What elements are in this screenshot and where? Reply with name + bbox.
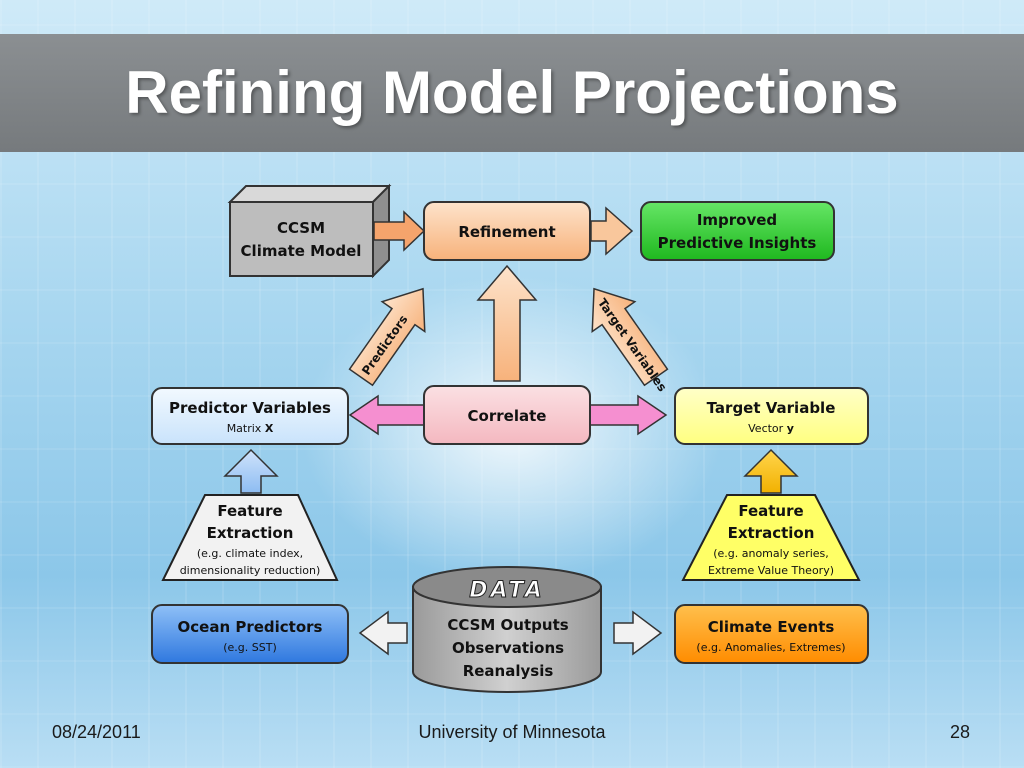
right-up-arrow [743, 448, 799, 494]
footer-page-number: 28 [949, 722, 970, 742]
refinement-label: Refinement [458, 223, 555, 241]
ocean-predictors-box: Ocean Predictors (e.g. SST) [151, 604, 349, 664]
correlate-to-refinement-arrow [476, 264, 538, 382]
target-variables-arrow: Target Variables [591, 287, 670, 394]
ocean-predictors-title: Ocean Predictors [178, 618, 323, 636]
data-label: DATA [469, 578, 545, 603]
improved-line1: Improved [697, 211, 777, 229]
ccsm-model-box: CCSM Climate Model [227, 183, 392, 279]
target-variable-subtitle: Vector y [748, 422, 794, 435]
target-variable-box: Target Variable Vector y [674, 387, 869, 445]
feature-extraction-left-line4: dimensionality reduction) [180, 564, 321, 577]
correlate-box: Correlate [423, 385, 591, 445]
predictors-arrow: Predictors [348, 287, 426, 387]
climate-events-subtitle: (e.g. Anomalies, Extremes) [696, 641, 845, 654]
slide-title: Refining Model Projections [125, 59, 899, 126]
ccsm-model-line2: Climate Model [241, 242, 362, 260]
target-variables-arrow-label: Target Variables [595, 296, 670, 394]
feature-extraction-right-line4: Extreme Value Theory) [708, 564, 834, 577]
feature-extraction-right-line3: (e.g. anomaly series, [713, 547, 829, 560]
predictor-variables-box: Predictor Variables Matrix X [151, 387, 349, 445]
ocean-predictors-subtitle: (e.g. SST) [223, 641, 277, 654]
data-line2: Observations [452, 639, 564, 657]
correlate-label: Correlate [468, 407, 547, 425]
climate-events-box: Climate Events (e.g. Anomalies, Extremes… [674, 604, 869, 664]
target-variable-title: Target Variable [707, 399, 836, 417]
ccsm-model-line1: CCSM [277, 219, 325, 237]
data-to-ocean-arrow [358, 610, 408, 656]
feature-extraction-right: Feature Extraction (e.g. anomaly series,… [681, 494, 861, 581]
feature-extraction-right-line2: Extraction [728, 524, 815, 542]
feature-extraction-left-line1: Feature [217, 502, 282, 520]
predictor-variables-subtitle: Matrix X [227, 422, 274, 435]
feature-extraction-right-line1: Feature [738, 502, 803, 520]
footer-organization: University of Minnesota [418, 722, 606, 742]
data-cylinder: DATA CCSM Outputs Observations Reanalysi… [412, 566, 602, 693]
improved-insights-box: Improved Predictive Insights [640, 201, 835, 261]
model-to-refinement-arrow [373, 210, 426, 252]
feature-extraction-left: Feature Extraction (e.g. climate index, … [161, 494, 339, 581]
feature-extraction-left-line3: (e.g. climate index, [197, 547, 303, 560]
predictor-variables-title: Predictor Variables [169, 399, 331, 417]
climate-events-title: Climate Events [708, 618, 835, 636]
data-line3: Reanalysis [463, 662, 554, 680]
improved-line2: Predictive Insights [658, 234, 817, 252]
title-bar [0, 34, 1024, 152]
data-line1: CCSM Outputs [447, 616, 568, 634]
footer-date: 08/24/2011 [52, 722, 141, 742]
refinement-box: Refinement [423, 201, 591, 261]
left-up-arrow [223, 448, 279, 494]
data-to-climate-events-arrow [613, 610, 663, 656]
refinement-to-insights-arrow [590, 206, 634, 256]
feature-extraction-left-line2: Extraction [207, 524, 294, 542]
